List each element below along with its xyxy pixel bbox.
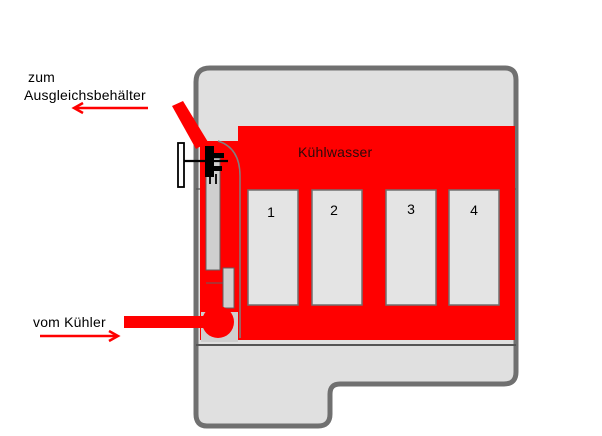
- thermostat: [177, 142, 228, 188]
- arrow-left-icon: [71, 101, 148, 115]
- label-from-radiator: vom Kühler: [33, 314, 106, 330]
- cylinder-3: [385, 189, 437, 306]
- inlet-pipe: [124, 316, 210, 328]
- cylinder-2: [311, 189, 363, 306]
- water-pump: [202, 306, 234, 338]
- cylinder-1: [247, 189, 299, 306]
- label-expansion-tank: Ausgleichsbehälter: [24, 87, 146, 103]
- cylinder-2-number: 2: [330, 202, 338, 218]
- cylinder-4-number: 4: [470, 202, 478, 218]
- label-zum: zum: [28, 69, 56, 85]
- cylinder-1-number: 1: [267, 204, 275, 220]
- label-coolant: Kühlwasser: [298, 144, 373, 160]
- cylinder-3-number: 3: [407, 201, 415, 217]
- bypass-tube-right: [222, 267, 235, 309]
- outlet-pipe: [172, 101, 208, 149]
- bypass-channel-outline: [217, 140, 241, 338]
- arrow-right-icon: [40, 329, 121, 343]
- cylinder-4: [448, 189, 500, 306]
